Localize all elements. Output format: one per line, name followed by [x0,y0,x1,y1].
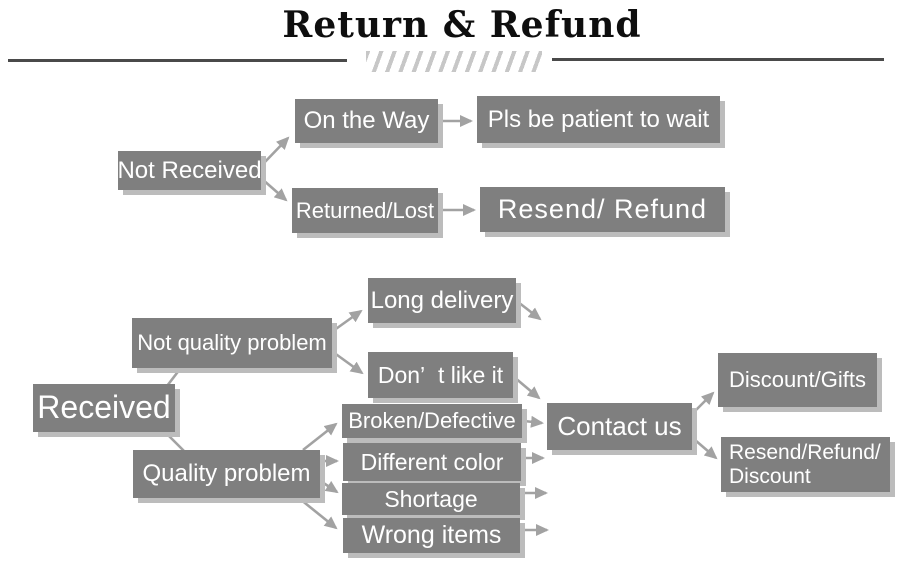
node-on-the-way: On the Way [295,99,438,143]
diagonal-hatch-decoration [366,51,542,72]
node-not-quality-problem: Not quality problem [132,318,332,368]
line-received-qualityproblem [165,432,185,452]
node-resend-refund: Resend/ Refund [480,187,725,232]
page-title: Return & Refund [282,4,642,46]
left-divider-line [8,59,347,62]
node-returned-lost: Returned/Lost [292,188,438,233]
arrow-contactus-resendrefunddiscount [694,439,718,460]
arrow-contactus-discountgifts [694,391,715,412]
resend-refund-discount-line1: Resend/Refund/ [729,440,881,464]
node-resend-refund-discount-text: Resend/Refund/ Discount [729,441,881,488]
arrow-dontlikeit-contactus [513,376,541,400]
arrow-qp-shortage [321,480,339,494]
node-broken-defective: Broken/Defective [342,404,522,438]
node-pls-be-patient: Pls be patient to wait [477,96,720,143]
node-not-received: Not Received [117,151,262,190]
arrow-qp-wrongitems [299,497,338,530]
node-discount-gifts: Discount/Gifts [718,353,877,407]
resend-refund-discount-line2: Discount [729,464,811,488]
node-long-delivery: Long delivery [368,278,516,323]
node-dont-like-it: Don’ t like it [368,352,513,398]
arrow-nqp-dontlikeit [332,350,364,375]
right-divider-line [552,58,884,61]
arrow-notreceived-ontheway [261,136,290,166]
arrow-qp-brokendefective [302,422,338,452]
arrow-brokendefective-contactus [523,415,544,428]
node-contact-us: Contact us [547,403,692,450]
node-different-color: Different color [343,443,521,481]
node-received: Received [33,384,175,432]
arrow-notreceived-returnedlost [261,178,288,202]
arrow-nqp-longdelivery [332,309,363,333]
arrow-longdelivery-contactus [517,300,542,321]
node-resend-refund-discount: Resend/Refund/ Discount [721,437,890,492]
node-wrong-items: Wrong items [343,518,520,553]
node-quality-problem: Quality problem [133,450,320,498]
node-shortage: Shortage [342,483,520,515]
